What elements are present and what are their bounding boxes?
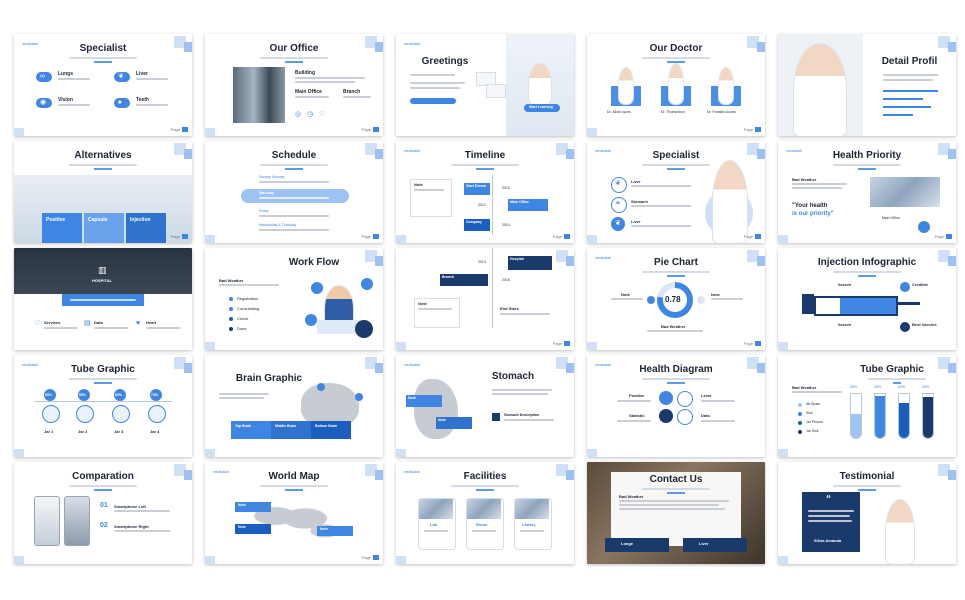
clipboard-icon: ▤ xyxy=(84,320,91,327)
slide-comparation[interactable]: Comparation 01 Smartphone Left 02 Smartp… xyxy=(14,462,192,564)
slide-title: Brain Graphic xyxy=(235,373,303,384)
office-building-photo xyxy=(233,67,285,123)
vision-icon: ◉ xyxy=(40,99,47,106)
testimonial-photo xyxy=(886,500,914,564)
slide-title: Specialist xyxy=(79,43,127,54)
heart-icon: ♡ xyxy=(319,111,326,118)
slide-detail-profil[interactable]: Detail Profil xyxy=(778,34,956,136)
heart-monitor-icon: ♥ xyxy=(136,320,141,327)
slide-timeline-2[interactable]: Hospital 2013 Branch 2016 Note End Stars… xyxy=(396,248,574,350)
slide-schedule[interactable]: Schedule Sunday Monday Saturday Friday W… xyxy=(205,141,383,243)
slide-title: World Map xyxy=(268,471,320,482)
slide-title: Stomach xyxy=(491,371,535,382)
brain-illustration xyxy=(301,383,359,427)
smartphone-left xyxy=(34,496,60,546)
slide-title: Comparation xyxy=(72,471,134,482)
slide-injection-infographic[interactable]: Injection Infographic Secure Credible Se… xyxy=(778,248,956,350)
start-learning-button[interactable] xyxy=(524,104,560,112)
hospital-hallway-photo xyxy=(870,177,940,207)
slide-specialist-2[interactable]: medicalab Specialist ❦ Liver ❧ Stomach ❦… xyxy=(587,141,765,243)
slide-work-flow[interactable]: Work Flow Bad Weather Registration Consu… xyxy=(205,248,383,350)
test-tube xyxy=(922,393,934,439)
test-tube xyxy=(850,393,862,439)
location-icon: ◎ xyxy=(295,111,302,118)
slide-title: Detail Profil xyxy=(881,56,938,67)
slide-title: Tube Graphic xyxy=(71,364,135,375)
slide-our-doctor[interactable]: Our Doctor Dr. Alicia Lyons Dr. Thompsho… xyxy=(587,34,765,136)
slide-title: Work Flow xyxy=(288,257,340,268)
slide-title: Injection Infographic xyxy=(817,257,917,268)
slide-greetings[interactable]: medicalab Greetings Start Learning xyxy=(396,34,574,136)
slide-world-map[interactable]: medicalab World Map Note Note Note Page xyxy=(205,462,383,564)
slide-tube-graphic-2[interactable]: Tube Graphic Bad Weather Alt Spam Sick J… xyxy=(778,355,956,457)
slide-title: Our Doctor xyxy=(649,43,703,54)
slide-title: Greetings xyxy=(421,56,469,67)
brand-logo: medicalab xyxy=(22,42,38,46)
stomach-icon: ❧ xyxy=(615,200,621,207)
slide-health-priority[interactable]: medicalab Health Priority Bad Weather "Y… xyxy=(778,141,956,243)
slide-title: Testimonial xyxy=(839,471,895,482)
test-tube xyxy=(874,393,886,439)
slide-thumbnail-grid: medicalab Specialist ∞ Lungs ❦ Liver ◉ V… xyxy=(14,34,956,564)
clock-icon: ◷ xyxy=(307,111,314,118)
slide-our-office[interactable]: Our Office Building Main Office Branch ◎… xyxy=(205,34,383,136)
slide-health-diagram[interactable]: medicalab Health Diagram Positive Lever … xyxy=(587,355,765,457)
liver-icon: ❦ xyxy=(615,180,621,187)
slide-brain-graphic[interactable]: Brain Graphic Top Brain Middle Brain Bot… xyxy=(205,355,383,457)
slide-title: Health Priority xyxy=(832,150,902,161)
slide-title: Our Office xyxy=(269,43,319,54)
library-photo xyxy=(515,499,549,519)
slide-title: Tube Graphic xyxy=(860,364,924,375)
slide-title: Alternatives xyxy=(74,150,132,161)
slide-facilities[interactable]: medicalab Facilities Lab Room Library xyxy=(396,462,574,564)
slide-timeline[interactable]: medicalab Timeline Note Start Dream 2010… xyxy=(396,141,574,243)
slide-pie-chart[interactable]: medicalab Pie Chart 0.78 Note Note Bad W… xyxy=(587,248,765,350)
slide-testimonial[interactable]: Testimonial “ Silvia Amanda xyxy=(778,462,956,564)
shield-icon: ♡ xyxy=(34,320,41,327)
slide-title: Specialist xyxy=(652,150,700,161)
lungs-icon: ∞ xyxy=(40,73,45,80)
stomach-illustration xyxy=(414,379,458,439)
slide-stomach[interactable]: medicalab Stomach Note Note Stomach Desc… xyxy=(396,355,574,457)
test-tube xyxy=(898,393,910,439)
slide-tube-graphic[interactable]: medicalab Tube Graphic 55% 95% 80% 73% J… xyxy=(14,355,192,457)
slide-title: Facilities xyxy=(463,471,507,482)
doctor-portrait xyxy=(794,44,846,136)
syringe-illustration xyxy=(814,296,898,316)
slide-title: Contact Us xyxy=(649,474,703,485)
building-icon: ▥ xyxy=(98,265,107,275)
slide-title: Pie Chart xyxy=(654,257,698,268)
slide-alternatives[interactable]: Alternatives Positive Capsule Injection … xyxy=(14,141,192,243)
tooth-icon: ♠ xyxy=(118,99,122,106)
smartphone-right xyxy=(64,496,90,546)
liver-icon: ❦ xyxy=(118,73,124,80)
slide-contact-us[interactable]: Contact Us Bad Weather Longe Liver xyxy=(587,462,765,564)
slide-title: Schedule xyxy=(271,150,317,161)
slide-specialist[interactable]: medicalab Specialist ∞ Lungs ❦ Liver ◉ V… xyxy=(14,34,192,136)
room-photo xyxy=(467,499,501,519)
slide-title: Health Diagram xyxy=(639,364,713,375)
slide-hospital[interactable]: ▥ HOSPITAL ♡ Services ▤ Data ♥ Heart xyxy=(14,248,192,350)
doctor-photo xyxy=(713,161,747,243)
slide-title: Timeline xyxy=(464,150,506,161)
lab-photo xyxy=(419,499,453,519)
liver-icon: ❦ xyxy=(615,220,621,227)
doctor-photo xyxy=(529,64,551,104)
